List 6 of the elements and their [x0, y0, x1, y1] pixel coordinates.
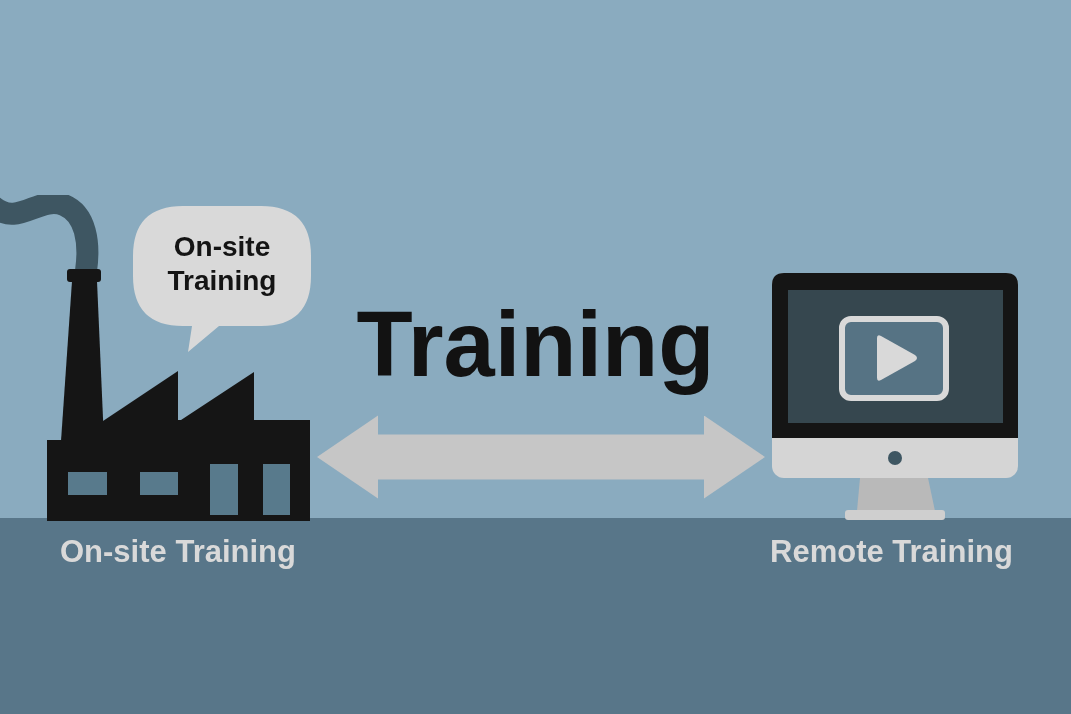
double-arrow [317, 415, 765, 499]
node-label: On-site Training [60, 533, 296, 571]
monitor-picture [770, 272, 1020, 522]
title: Training [356, 292, 715, 397]
bubble-text: On-site Training [167, 230, 277, 298]
node-label: Remote Training [770, 533, 1013, 571]
